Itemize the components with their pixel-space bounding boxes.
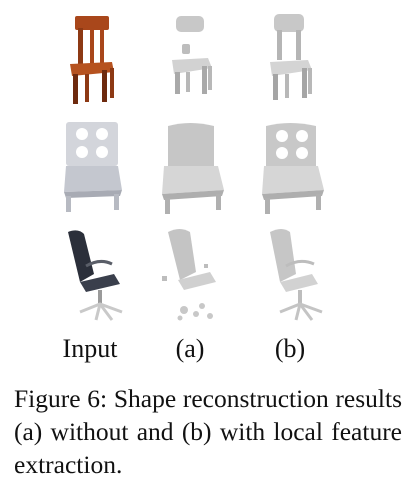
input-office-chair <box>40 224 140 328</box>
recon-b-holed-back-chair <box>240 116 340 220</box>
recon-a-office-chair <box>140 224 240 328</box>
input-holed-back-chair <box>40 116 140 220</box>
column-label-a: (a) <box>175 334 205 363</box>
column-label-b: (b) <box>274 334 306 363</box>
chair-grid <box>40 8 340 330</box>
figure-caption: Figure 6: Shape reconstruction results (… <box>14 384 402 479</box>
recon-b-office-chair <box>240 224 340 328</box>
input-wooden-chair <box>40 8 140 112</box>
recon-a-holed-back-chair <box>140 116 240 220</box>
recon-a-wooden-chair <box>140 8 240 112</box>
recon-b-wooden-chair <box>240 8 340 112</box>
column-label-input: Input <box>62 334 118 363</box>
